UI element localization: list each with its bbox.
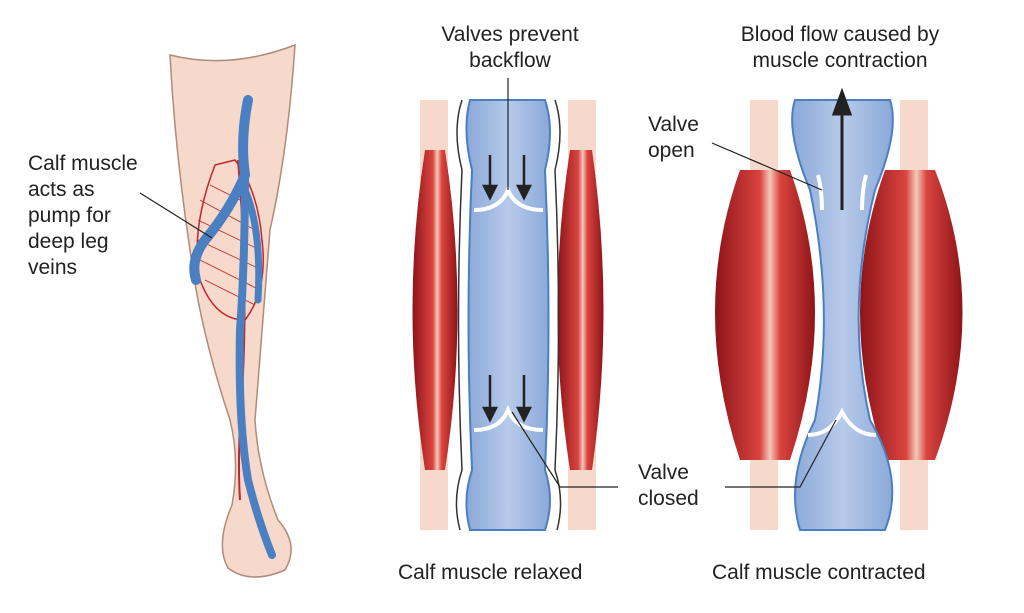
upflow-arrow: [831, 87, 853, 210]
caption-relaxed: Calf muscle relaxed: [398, 561, 583, 584]
valve-closed-label: Valve closed: [638, 460, 699, 512]
muscle-relaxed-right: [557, 150, 604, 470]
valves-prevent-label: Valves prevent backflow: [430, 22, 590, 74]
calf-pump-label: Calf muscle acts as pump for deep leg ve…: [28, 151, 138, 281]
label-line: Valve: [648, 113, 699, 136]
muscle-relaxed-left: [412, 150, 458, 470]
label-line: backflow: [469, 49, 551, 72]
caption-contracted: Calf muscle contracted: [712, 561, 926, 584]
label-line: Blood flow caused by: [740, 23, 940, 46]
muscle-contracted-left: [715, 170, 815, 460]
leg-illustration: [139, 43, 296, 578]
backflow-arrows: [481, 155, 533, 423]
label-line: Valve: [638, 461, 689, 484]
label-line: muscle contraction: [752, 49, 928, 72]
label-line: pump for: [28, 204, 111, 227]
label-line: acts as: [28, 178, 95, 201]
label-line: Calf muscle: [28, 152, 138, 175]
label-line: deep leg: [28, 230, 109, 253]
muscle-contracted-right: [860, 170, 963, 460]
blood-flow-label: Blood flow caused by muscle contraction: [720, 22, 960, 74]
valve-open-label: Valve open: [648, 112, 699, 164]
label-line: Valves prevent: [441, 23, 579, 46]
label-line: veins: [28, 256, 78, 279]
vein-contracted: [791, 99, 894, 531]
contracted-panel: [711, 87, 963, 531]
label-line: closed: [638, 487, 699, 510]
label-line: open: [648, 139, 695, 162]
relaxed-panel: [412, 78, 618, 531]
